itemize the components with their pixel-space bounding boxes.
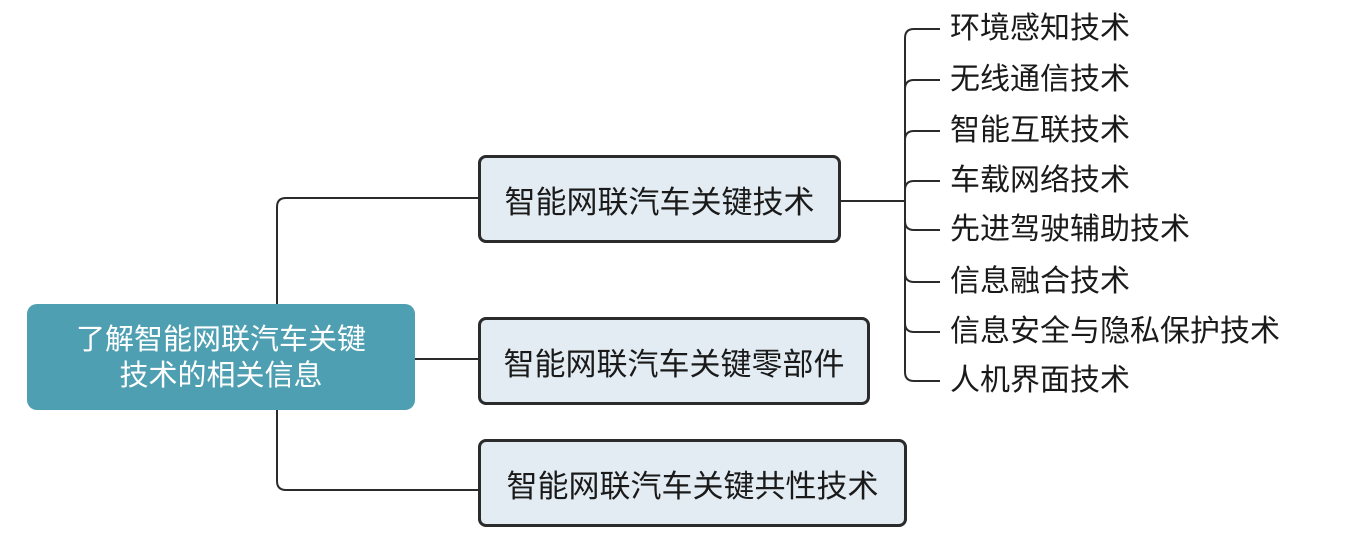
branch-label: 智能网联汽车关键共性技术 bbox=[506, 468, 879, 505]
root-topic: 了解智能网联汽车关键 技术的相关信息 bbox=[27, 304, 415, 410]
leaf-advanced-driver-assistance: 先进驾驶辅助技术 bbox=[950, 212, 1190, 247]
leaf-smart-interconnection: 智能互联技术 bbox=[950, 113, 1130, 148]
root-topic-line-2: 技术的相关信息 bbox=[119, 358, 323, 392]
connector-leaf-7 bbox=[904, 322, 940, 333]
leaf-environment-perception: 环境感知技术 bbox=[950, 11, 1130, 46]
connector-leaf-6 bbox=[904, 272, 940, 283]
branch-key-components: 智能网联汽车关键零部件 bbox=[478, 317, 870, 405]
connector-leaf-4 bbox=[904, 180, 940, 191]
branch-label: 智能网联汽车关键零部件 bbox=[503, 346, 845, 383]
branch-label: 智能网联汽车关键技术 bbox=[504, 184, 815, 221]
connector-leaf-3 bbox=[904, 130, 940, 141]
branch-common-technologies: 智能网联汽车关键共性技术 bbox=[478, 439, 907, 527]
leaf-vehicle-network: 车载网络技术 bbox=[950, 163, 1130, 198]
connector-root-branch-1 bbox=[276, 197, 478, 304]
leaf-human-machine-interface: 人机界面技术 bbox=[950, 363, 1130, 398]
branch-key-technologies: 智能网联汽车关键技术 bbox=[478, 155, 841, 243]
root-topic-line-1: 了解智能网联汽车关键 bbox=[75, 322, 366, 356]
leaf-security-privacy: 信息安全与隐私保护技术 bbox=[950, 314, 1280, 349]
connector-leaf-5 bbox=[904, 220, 940, 231]
connector-leaf-2 bbox=[904, 79, 940, 90]
leaf-information-fusion: 信息融合技术 bbox=[950, 264, 1130, 299]
leaf-wireless-communication: 无线通信技术 bbox=[950, 62, 1130, 97]
connector-root-branch-3 bbox=[276, 410, 478, 491]
connector-leaf-1 bbox=[904, 28, 940, 39]
connector-leaf-8 bbox=[904, 371, 940, 382]
